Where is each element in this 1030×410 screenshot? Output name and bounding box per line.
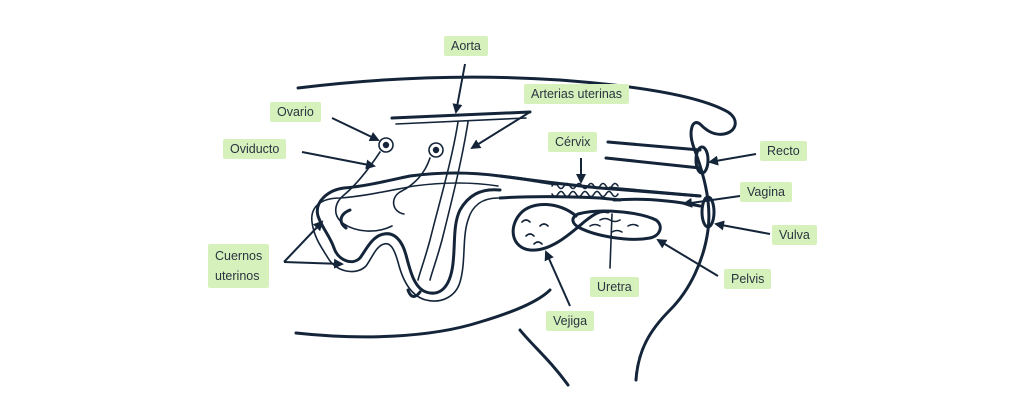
arrow-oviducto [301,151,376,170]
body-outline-belly [294,288,552,339]
arrow-cuernos-1 [283,220,324,263]
uterine-artery-2 [429,121,469,281]
oviduct-left [334,151,393,232]
pelvis-shape [571,209,662,241]
rectum-opening [694,145,710,175]
urethra-tube [609,213,613,269]
aorta-shape-inner [395,117,527,125]
rectum-tube-lower [604,156,702,170]
leg-outline-rear [634,146,711,382]
leg-outline-left [518,328,570,387]
label-recto: Recto [760,141,807,161]
ovary-left-core [382,141,390,149]
ovary-right [428,142,444,158]
uterine-body-lower [498,195,622,202]
uterine-horns-loop [339,208,422,298]
uterine-horns-outer [315,171,558,295]
oviduct-right [392,157,431,215]
label-pelvis: Pelvis [724,269,772,289]
bladder-texture [521,219,549,245]
label-cervix: Cérvix [548,132,598,152]
uterine-horns-inner [311,182,499,302]
arrow-ovario [331,117,380,142]
label-vejiga: Vejiga [546,311,595,331]
arrow-arterias-uterinas [470,111,531,150]
vulva-opening [700,195,716,229]
arrow-aorta [452,63,466,114]
label-uretra: Uretra [590,277,639,297]
label-cuernos-line2: uterinos [215,269,260,283]
rectum-tube [606,140,702,152]
arrow-vagina [682,195,741,208]
cervix-rings [551,182,619,190]
arrow-vulva [714,220,771,235]
cervix-rings-lower [551,190,619,198]
ovary-left [378,137,394,153]
arrow-recto [708,153,757,166]
bladder-shape [511,202,610,252]
label-ovario: Ovario [270,102,321,122]
label-cuernos-uterinos: Cuernos uterinos [208,244,270,288]
label-vagina: Vagina [740,182,792,202]
pelvis-texture [589,217,639,233]
label-vulva: Vulva [772,225,817,245]
label-cuernos-line1: Cuernos [215,249,263,263]
ovary-right-core [432,146,440,154]
arrow-vejiga [544,250,571,307]
aorta-shape [390,110,532,120]
label-oviducto: Oviducto [223,139,287,159]
body-outline-back [296,75,737,150]
label-aorta: Aorta [444,36,488,56]
uterine-artery-1 [417,121,459,281]
arrow-pelvis [656,238,719,277]
vagina-tube [608,186,702,198]
arrow-cuernos-2 [283,258,344,269]
label-arterias-uterinas: Arterias uterinas [524,84,630,104]
